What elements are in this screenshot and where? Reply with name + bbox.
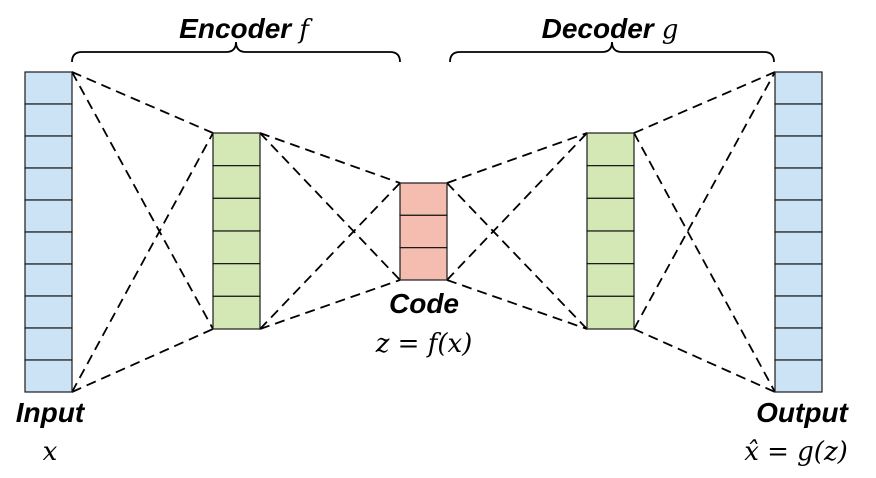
dashed-connection: [446, 132, 588, 184]
code-formula: z = f(x): [375, 329, 473, 359]
code-layer-cell: [399, 182, 448, 216]
dashed-connection: [633, 132, 776, 393]
input-layer-cell: [24, 263, 73, 297]
decoder-symbol: g: [662, 15, 679, 45]
encoder-symbol: f: [297, 15, 313, 45]
encoder-hidden-layer-cell: [212, 295, 261, 330]
encoder-hidden-layer-cell: [212, 197, 261, 232]
output-layer-cell: [774, 71, 823, 105]
dashed-connection: [633, 71, 776, 330]
encoder-hidden-layer-cell: [212, 132, 261, 167]
output-layer: [774, 71, 823, 393]
encoder-title: Encoder: [179, 13, 293, 44]
encoder-hidden-layer-cell: [212, 230, 261, 265]
output-title: Output: [756, 397, 849, 428]
decoder-hidden-layer-cell: [586, 165, 635, 199]
input-layer: [24, 71, 73, 393]
input-layer-cell: [24, 327, 73, 361]
decoder-title: Decoder: [542, 13, 656, 44]
decoder-hidden-layer-cell: [586, 295, 635, 330]
output-layer-cell: [774, 231, 823, 265]
layer-connections: [71, 71, 776, 393]
layer-stacks: [24, 71, 823, 393]
input-layer-cell: [24, 295, 73, 329]
input-title: Input: [16, 397, 86, 428]
decoder-hidden-layer: [586, 132, 635, 330]
dashed-connection: [446, 182, 588, 330]
output-layer-cell: [774, 263, 823, 297]
dashed-connection: [446, 279, 588, 330]
dashed-connection: [633, 71, 776, 134]
output-formula: x̂ = g(z): [744, 437, 848, 467]
decoder-hidden-layer-cell: [586, 197, 635, 232]
output-layer-cell: [774, 103, 823, 137]
code-layer-cell: [399, 214, 448, 249]
output-layer-cell: [774, 327, 823, 361]
dashed-connection: [71, 71, 214, 330]
input-layer-cell: [24, 71, 73, 105]
code-title: Code: [389, 288, 459, 319]
code-layer-cell: [399, 247, 448, 281]
decoder-hidden-layer-cell: [586, 263, 635, 297]
encoder-brace: [71, 41, 401, 63]
output-layer-cell: [774, 359, 823, 393]
output-layer-cell: [774, 167, 823, 201]
encoder-hidden-layer: [212, 132, 261, 330]
dashed-connection: [71, 328, 214, 393]
dashed-connection: [633, 328, 776, 393]
input-symbol: x: [43, 437, 58, 467]
decoder-hidden-layer-cell: [586, 132, 635, 167]
dashed-connection: [259, 132, 401, 184]
output-layer-cell: [774, 295, 823, 329]
decoder-brace: [449, 41, 775, 63]
code-layer: [399, 182, 448, 281]
input-layer-cell: [24, 167, 73, 201]
dashed-connection: [259, 182, 401, 330]
dashed-connection: [259, 132, 401, 281]
output-layer-cell: [774, 135, 823, 169]
input-layer-cell: [24, 231, 73, 265]
output-layer-cell: [774, 199, 823, 233]
encoder-hidden-layer-cell: [212, 263, 261, 297]
encoder-hidden-layer-cell: [212, 165, 261, 199]
dashed-connection: [259, 279, 401, 330]
input-layer-cell: [24, 199, 73, 233]
dashed-connection: [71, 71, 214, 134]
input-layer-cell: [24, 359, 73, 393]
input-layer-cell: [24, 135, 73, 169]
decoder-hidden-layer-cell: [586, 230, 635, 265]
dashed-connection: [446, 132, 588, 281]
input-layer-cell: [24, 103, 73, 137]
dashed-connection: [71, 132, 214, 393]
